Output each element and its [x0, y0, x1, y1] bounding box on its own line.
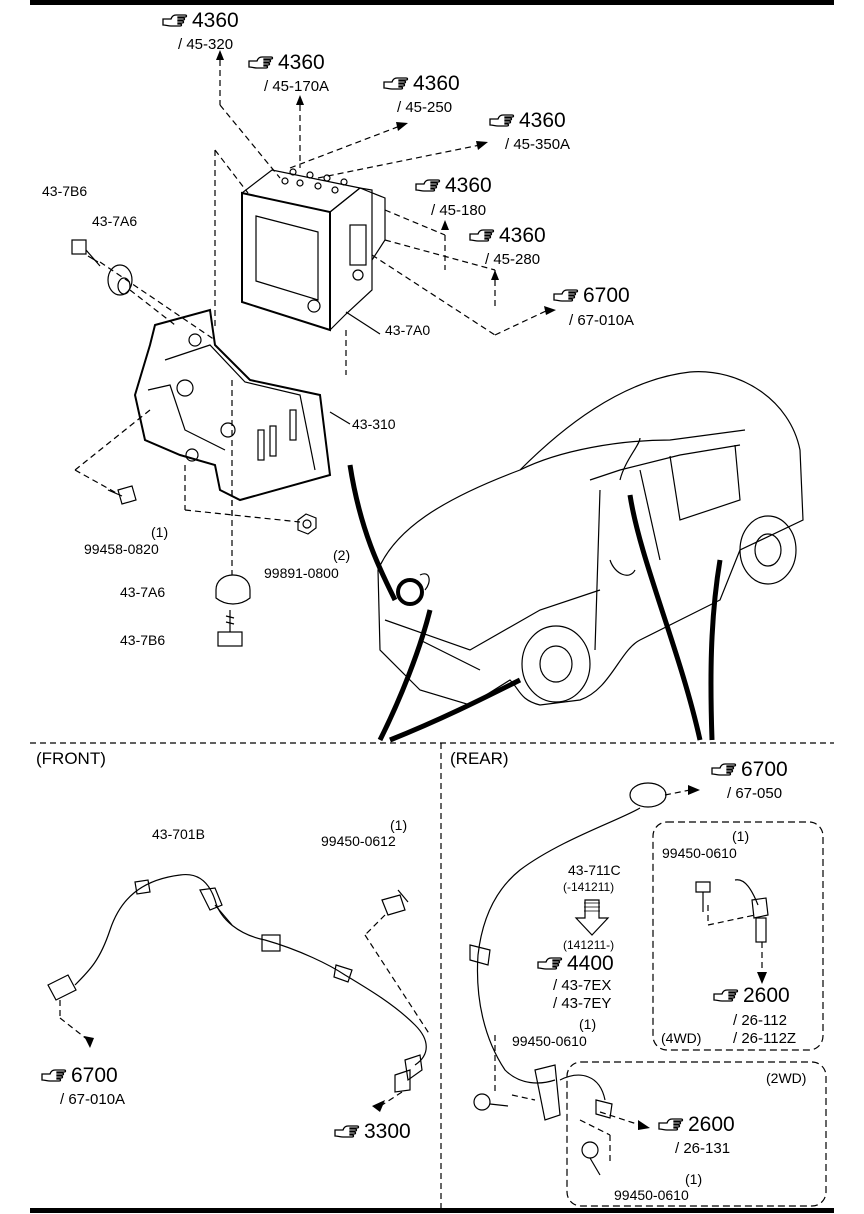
ref-number[interactable]: 6700	[583, 284, 630, 307]
part-label: 43-7B6	[42, 183, 88, 199]
part-qty: (1)	[579, 1016, 597, 1032]
section-front: (FRONT)	[36, 749, 106, 768]
ref-page: / 45-180	[431, 202, 487, 219]
nut-99891	[297, 513, 317, 535]
grommet-43-7a6-top	[107, 264, 133, 296]
part-label: 99450-0610	[512, 1033, 587, 1049]
ref-page: / 45-350A	[505, 136, 571, 153]
bolt-99458	[107, 485, 137, 505]
ref-page: / 26-112	[733, 1012, 787, 1029]
top-arrows	[216, 50, 556, 315]
section-2wd: (2WD)	[766, 1070, 807, 1086]
part-qty: (1)	[732, 828, 750, 844]
ref-page: / 45-170A	[264, 78, 330, 95]
ref-page: / 43-7EX	[553, 977, 612, 994]
ref-number[interactable]: 4360	[413, 72, 460, 95]
part-qty: (1)	[685, 1171, 703, 1187]
ref-number[interactable]: 4360	[445, 174, 492, 197]
pointing-hand-icon	[553, 289, 579, 302]
top-leaders	[74, 60, 549, 575]
pointing-hand-icon	[713, 989, 739, 1002]
front-sensor-harness	[47, 873, 427, 1093]
part-label: 43-7B6	[120, 632, 166, 648]
pointing-hand-icons	[41, 14, 739, 1138]
bracket	[133, 308, 332, 502]
ref-number[interactable]: 6700	[741, 758, 788, 781]
part-qty: (2)	[333, 547, 351, 563]
pointing-hand-icon	[489, 114, 515, 127]
ref-number[interactable]: 2600	[688, 1113, 735, 1136]
part-label: 99891-0800	[264, 565, 339, 581]
4wd-sensor	[695, 879, 769, 943]
part-label: 43-7A0	[385, 322, 431, 338]
hydraulic-unit	[241, 168, 386, 332]
ref-page: / 67-010A	[60, 1091, 126, 1108]
part-label: 43-711C	[568, 862, 621, 878]
vehicle-drawing	[377, 371, 804, 706]
section-rear: (REAR)	[450, 749, 509, 768]
pointing-hand-icon	[383, 77, 409, 90]
part-label: 43-7A6	[120, 584, 166, 600]
bolt-43-7b6-top	[71, 239, 101, 267]
bottom-border	[30, 1208, 834, 1213]
ref-number[interactable]: 6700	[71, 1064, 118, 1087]
pointing-hand-icon	[537, 957, 563, 970]
pointing-hand-icon	[658, 1118, 684, 1131]
pointing-hand-icon	[415, 179, 441, 192]
ref-number[interactable]: 4360	[278, 51, 325, 74]
4wd-leaders	[707, 905, 763, 975]
front-arrows	[84, 1036, 385, 1112]
box-4wd	[652, 821, 824, 1051]
part-range: (141211-)	[563, 938, 615, 952]
pointing-hand-icon	[711, 763, 737, 776]
ref-page: / 67-010A	[569, 312, 635, 329]
revision-arrow	[574, 899, 610, 936]
part-label: 99450-0610	[662, 845, 737, 861]
part-qty: (1)	[151, 524, 169, 540]
part-range: (-141211)	[563, 880, 615, 894]
callout-lines	[347, 464, 723, 743]
part-label: 43-7A6	[92, 213, 138, 229]
rear-leaders	[494, 789, 691, 1162]
front-leaders	[59, 914, 431, 1106]
ref-page: / 26-131	[675, 1140, 731, 1157]
ref-page: / 45-250	[397, 99, 453, 116]
part-qty: (1)	[390, 817, 408, 833]
pointing-hand-icon	[469, 229, 495, 242]
ref-page: / 26-112Z	[733, 1030, 797, 1047]
ref-number[interactable]: 3300	[364, 1120, 411, 1143]
part-label: 43-310	[352, 416, 396, 432]
top-border	[30, 0, 834, 5]
part-label: 99458-0820	[84, 541, 159, 557]
section-4wd: (4WD)	[661, 1030, 702, 1046]
part-label: 43-701B	[152, 826, 205, 842]
pointing-hand-icon	[41, 1069, 67, 1082]
ref-page: / 45-280	[485, 251, 541, 268]
part-label: 99450-0610	[614, 1187, 689, 1203]
ref-page: / 67-050	[727, 785, 783, 802]
rear-arrows	[638, 785, 700, 1130]
ref-number[interactable]: 4360	[499, 224, 546, 247]
bolt-43-7b6-bottom	[217, 610, 243, 647]
box-2wd	[566, 1061, 827, 1207]
ref-page: / 45-320	[178, 36, 234, 53]
pointing-hand-icon	[248, 56, 274, 69]
pointing-hand-icon	[334, 1125, 360, 1138]
pointing-hand-icon	[162, 14, 188, 27]
ref-page: / 43-7EY	[553, 995, 612, 1012]
part-label: 99450-0612	[321, 833, 396, 849]
grommet-43-7a6-bottom	[215, 574, 251, 605]
ref-number[interactable]: 2600	[743, 984, 790, 1007]
ref-number[interactable]: 4400	[567, 952, 614, 975]
ref-number[interactable]: 4360	[519, 109, 566, 132]
ref-number[interactable]: 4360	[192, 9, 239, 32]
